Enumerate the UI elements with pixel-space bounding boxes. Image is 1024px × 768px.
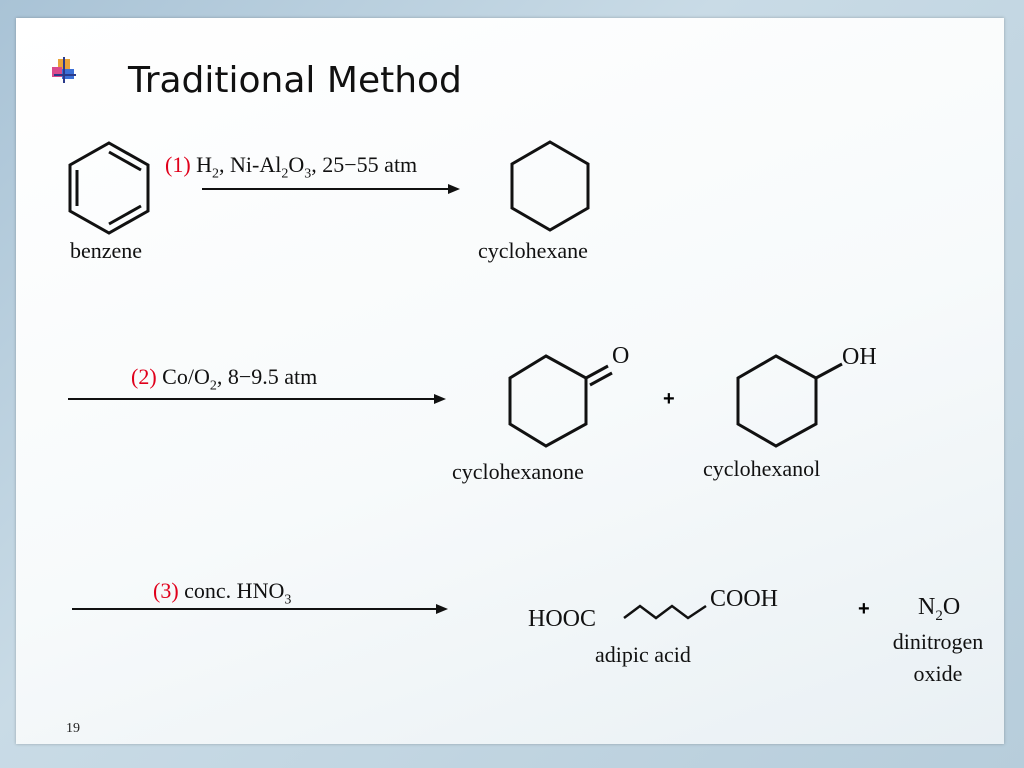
n2o-label-line2: oxide — [913, 661, 963, 686]
reaction2-cond-pre: Co/O — [162, 364, 210, 389]
cyclohexanone-o-label: O — [612, 343, 630, 369]
reaction1-cond-mid: , Ni-Al — [219, 152, 282, 177]
reaction3-cond-pre: conc. HNO — [184, 578, 285, 603]
reaction1-cond-h-sub: 2 — [212, 166, 220, 182]
reaction3-step: (3) — [153, 578, 179, 603]
cyclohexanone-label: cyclohexanone — [452, 459, 584, 484]
reaction3-arrow — [72, 604, 448, 614]
benzene-label: benzene — [70, 238, 143, 263]
reaction1-conditions: (1) H2, Ni-Al2O3, 25−55 atm — [165, 152, 417, 182]
reaction3-plus: + — [858, 598, 870, 620]
slide: Traditional Method benzene (1) H2, Ni-Al… — [16, 18, 1004, 744]
cyclohexanone-structure — [508, 354, 613, 448]
reaction2-cond-sub: 2 — [209, 378, 217, 394]
adipic-acid-hooc: HOOC — [528, 606, 597, 632]
reaction1-cond-o: O — [288, 152, 305, 177]
page-number: 19 — [66, 721, 80, 736]
reaction2-step: (2) — [131, 364, 157, 389]
reaction3-conditions: (3) conc. HNO3 — [153, 578, 291, 608]
n2o-o: O — [942, 594, 961, 620]
cyclohexanol-oh-label: OH — [842, 344, 877, 370]
n2o-label-line1: dinitrogen — [892, 629, 984, 654]
page-title: Traditional Method — [128, 60, 462, 101]
reaction1-cond-h: H — [196, 152, 213, 177]
benzene-structure — [68, 141, 150, 235]
reaction1-cond-o-sub: 3 — [304, 166, 312, 182]
cyclohexane-structure — [510, 140, 590, 232]
n2o-formula: N2O — [918, 594, 960, 625]
cyclohexanol-structure — [736, 354, 843, 448]
reaction3-cond-sub: 3 — [284, 592, 292, 608]
reaction1-cond-rest: , 25−55 atm — [311, 152, 418, 177]
cyclohexane-label: cyclohexane — [478, 238, 588, 263]
cyclohexanol-label: cyclohexanol — [703, 456, 821, 481]
bullet-icon — [52, 57, 76, 83]
reaction2-plus: + — [663, 388, 675, 410]
n2o-n: N — [918, 594, 936, 620]
n2o-sub: 2 — [935, 607, 943, 624]
adipic-acid-chain — [623, 604, 707, 620]
reaction2-cond-rest: , 8−9.5 atm — [216, 364, 318, 389]
reaction1-cond-al-sub: 2 — [281, 166, 289, 182]
adipic-acid-cooh: COOH — [710, 586, 779, 612]
reaction1-step: (1) — [165, 152, 191, 177]
reaction1-arrow — [202, 184, 460, 194]
reaction2-conditions: (2) Co/O2, 8−9.5 atm — [131, 364, 317, 394]
adipic-acid-label: adipic acid — [595, 642, 691, 667]
reaction2-arrow — [68, 394, 446, 404]
n2o-label: dinitrogen oxide — [878, 626, 998, 690]
